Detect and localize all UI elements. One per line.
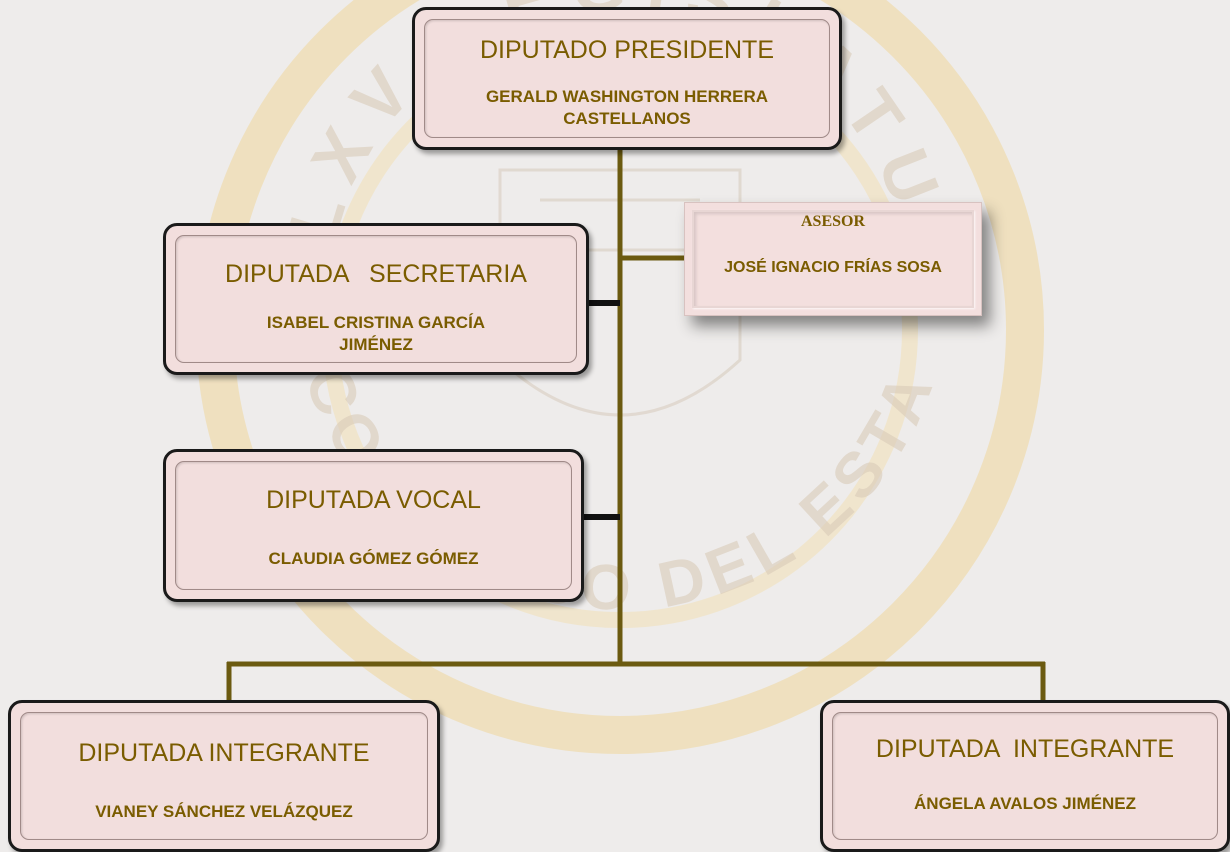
secretary-box-inner	[175, 235, 577, 363]
member-left-box-inner	[20, 712, 428, 840]
vocal-box: DIPUTADA VOCAL CLAUDIA GÓMEZ GÓMEZ	[163, 449, 584, 602]
secretary-name: ISABEL CRISTINA GARCÍA JIMÉNEZ	[266, 313, 486, 354]
secretary-box: DIPUTADA SECRETARIA ISABEL CRISTINA GARC…	[163, 223, 589, 375]
president-title: DIPUTADO PRESIDENTE	[479, 36, 775, 64]
advisor-box: ASESOR JOSÉ IGNACIO FRÍAS SOSA	[684, 202, 982, 316]
president-box: DIPUTADO PRESIDENTE GERALD WASHINGTON HE…	[412, 7, 842, 150]
member-left-title: DIPUTADA INTEGRANTE	[78, 739, 370, 767]
advisor-name: JOSÉ IGNACIO FRÍAS SOSA	[724, 259, 942, 276]
president-box-inner	[424, 19, 830, 138]
member-right-title: DIPUTADA INTEGRANTE	[875, 735, 1175, 763]
president-name: GERALD WASHINGTON HERRERA CASTELLANOS	[485, 87, 769, 128]
member-left-box: DIPUTADA INTEGRANTE VIANEY SÁNCHEZ VELÁZ…	[8, 700, 440, 852]
vocal-name: CLAUDIA GÓMEZ GÓMEZ	[268, 549, 479, 568]
member-right-name: ÁNGELA AVALOS JIMÉNEZ	[914, 794, 1136, 813]
member-left-name: VIANEY SÁNCHEZ VELÁZQUEZ	[95, 802, 353, 821]
advisor-role: ASESOR	[800, 213, 866, 230]
vocal-box-inner	[175, 461, 572, 590]
member-right-box-inner	[832, 712, 1218, 840]
vocal-title: DIPUTADA VOCAL	[266, 486, 481, 514]
secretary-title: DIPUTADA SECRETARIA	[225, 260, 527, 288]
advisor-box-inner	[692, 210, 974, 308]
member-right-box: DIPUTADA INTEGRANTE ÁNGELA AVALOS JIMÉNE…	[820, 700, 1230, 852]
